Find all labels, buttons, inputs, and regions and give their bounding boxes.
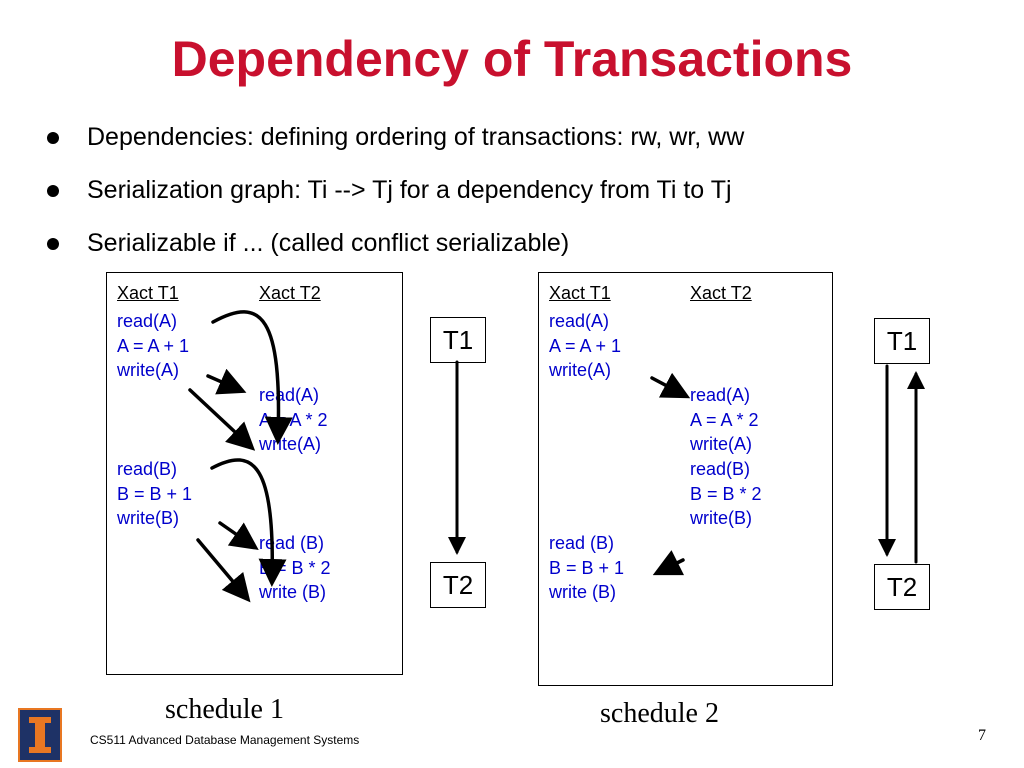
schedule1-t1-op: write(B) [117, 508, 179, 528]
schedule1-t2-op: read (B) [259, 533, 325, 553]
bullet-dot-icon [47, 132, 59, 144]
schedule1-t1-op: B = B + 1 [117, 483, 193, 504]
bullet-dot-icon [47, 238, 59, 250]
bullet-text: Serializable if ... (called conflict ser… [87, 229, 570, 257]
bullet-text: Dependencies: defining ordering of trans… [87, 123, 745, 151]
schedule1-t1-op: write(A) [117, 360, 179, 380]
schedule1-t1-op: read(B) [117, 459, 178, 479]
schedule2-box: Xact T1 Xact T2 read(A) A = A + 1 write(… [538, 272, 833, 686]
schedule2-t2-op: write(A) [690, 434, 752, 454]
schedule2-t2-op: write(B) [690, 508, 752, 528]
schedule1-wr-arrow-b [218, 521, 259, 551]
bullet-list: Dependencies: defining ordering of trans… [45, 118, 744, 277]
bullet-item: Dependencies: defining ordering of trans… [45, 118, 744, 171]
schedule2-rw-arrow [652, 550, 685, 576]
schedule2-t1-op: write (B) [549, 582, 616, 602]
bullet-dot-icon [47, 185, 59, 197]
schedule1-ww-arrow-b [196, 538, 251, 603]
graph1-node-t2: T2 [430, 562, 486, 608]
schedule2-t2-op: A = A * 2 [690, 409, 759, 430]
schedule1-box: Xact T1 Xact T2 read(A) A = A + 1 write(… [106, 272, 403, 675]
schedule2-t1-op: B = B + 1 [549, 557, 625, 578]
schedule1-caption: schedule 1 [165, 694, 284, 725]
schedule1-t2-op: write (B) [259, 582, 326, 602]
schedule2-t1-op: read(A) [549, 311, 610, 331]
university-logo-icon [18, 708, 62, 762]
schedule1-rw-arrow-a [211, 310, 293, 445]
schedule1-t1-op: read(A) [117, 311, 178, 331]
schedule1-header-t1: Xact T1 [117, 283, 179, 303]
schedule2-caption: schedule 2 [600, 698, 719, 729]
schedule1-ww-arrow-a [188, 388, 256, 451]
slide-title: Dependency of Transactions [171, 31, 853, 87]
graph2-node-t2: T2 [874, 564, 930, 610]
bullet-item: Serialization graph: Ti --> Tj for a dep… [45, 171, 744, 224]
page-number: 7 [978, 727, 986, 744]
graph2-node-t1: T1 [874, 318, 930, 364]
schedule2-t2-op: read(B) [690, 459, 751, 479]
schedule1-wr-arrow-a [206, 368, 247, 395]
schedule2-t1-op: read (B) [549, 533, 615, 553]
schedule1-t2-op: read(A) [259, 385, 320, 405]
schedule2-t2-op: B = B * 2 [690, 483, 762, 504]
footer-course-name: CS511 Advanced Database Management Syste… [90, 733, 360, 747]
schedule2-header-t2: Xact T2 [690, 283, 752, 303]
graph1-node-t1: T1 [430, 317, 486, 363]
schedule1-t1-op: A = A + 1 [117, 335, 190, 356]
schedule2-t1-op: A = A + 1 [549, 335, 622, 356]
schedule2-header-t1: Xact T1 [549, 283, 611, 303]
schedule2-t2-op: read(A) [690, 385, 751, 405]
bullet-text: Serialization graph: Ti --> Tj for a dep… [87, 176, 732, 204]
schedule2-wr-arrow [650, 372, 691, 399]
bullet-item: Serializable if ... (called conflict ser… [45, 224, 744, 277]
schedule1-rw-arrow-b [210, 458, 287, 587]
schedule1-header-t2: Xact T2 [259, 283, 321, 303]
schedule2-t1-op: write(A) [549, 360, 611, 380]
